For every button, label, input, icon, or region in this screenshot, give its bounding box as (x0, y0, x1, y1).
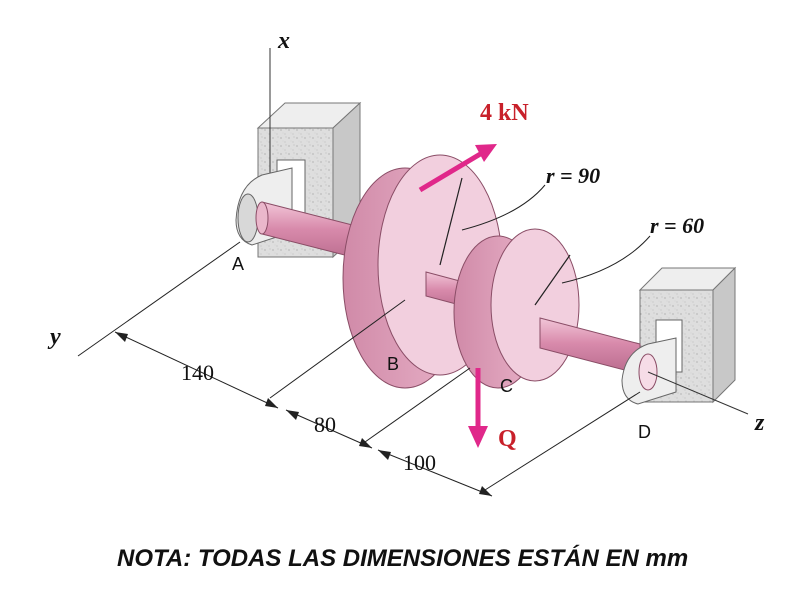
force-label-4kn: 4 kN (480, 100, 529, 126)
dimension-label-ab: 140 (181, 360, 214, 385)
force-label-q: Q (498, 426, 517, 452)
point-label-d: D (638, 422, 651, 442)
point-label-b: B (387, 354, 399, 374)
force-arrow-q (468, 368, 488, 448)
z-axis-line (647, 371, 749, 415)
radius-line-c (534, 254, 571, 306)
radius-leader-b (461, 184, 546, 231)
dimension-arrowheads (115, 332, 492, 496)
dimension-label-cd: 100 (403, 450, 436, 475)
radius-label-c: r = 60 (650, 213, 704, 238)
radius-line-b (439, 177, 463, 266)
gear-c (453, 228, 580, 389)
axis-label-x: x (277, 28, 290, 54)
dimension-label-bc: 80 (314, 412, 336, 437)
point-label-c: C (500, 376, 513, 396)
dimension-lines (77, 241, 641, 497)
force-arrow-4kn (418, 144, 497, 193)
units-note: NOTA: TODAS LAS DIMENSIONES ESTÁN EN mm (117, 544, 688, 572)
point-label-a: A (232, 254, 244, 274)
radius-leader-c (561, 235, 651, 284)
axis-label-z: z (754, 410, 765, 436)
axis-label-y: y (47, 324, 61, 350)
radius-label-b: r = 90 (546, 163, 600, 188)
